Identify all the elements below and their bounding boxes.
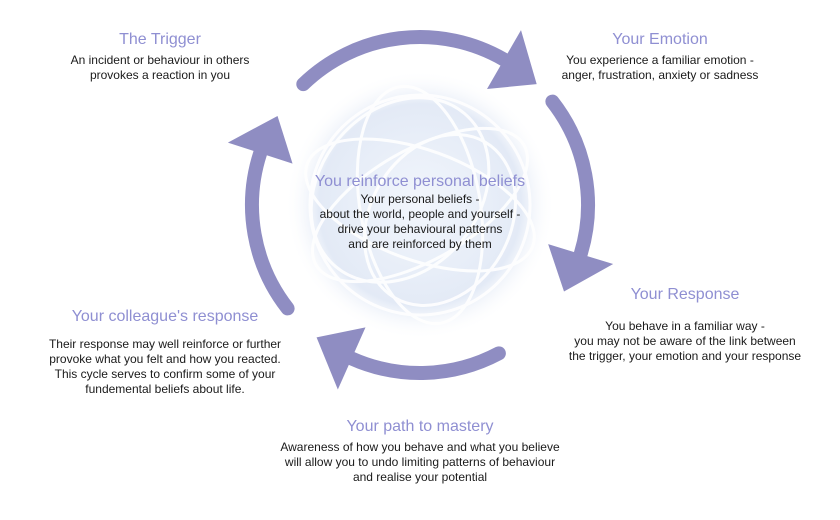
stage-body: You behave in a familiar way - you may n… xyxy=(568,319,802,363)
arrow-emotion-to-response-head-icon xyxy=(548,244,614,292)
stage-title: Your path to mastery xyxy=(346,418,494,435)
arrow-emotion-to-response-shaft xyxy=(545,94,595,262)
stage-body: Awareness of how you behave and what you… xyxy=(280,440,560,484)
stage-title: The Trigger xyxy=(119,31,201,48)
stage-body: Their response may well reinforce or fur… xyxy=(48,337,282,396)
stage-emotion: Your Emotion You experience a familiar e… xyxy=(530,30,790,83)
center-title: You reinforce personal beliefs xyxy=(314,173,526,190)
center-body: Your personal beliefs - about the world,… xyxy=(319,192,521,251)
arrow-trigger-to-emotion-head-icon xyxy=(487,30,537,89)
globe-background xyxy=(285,70,555,340)
arrow-colleague-to-trigger-head-icon xyxy=(227,115,293,164)
stage-body: You experience a familiar emotion - ange… xyxy=(561,53,759,82)
arrow-colleague-to-trigger-shaft xyxy=(245,146,295,316)
stage-title: Your Emotion xyxy=(612,31,708,48)
stage-title: Your Response xyxy=(630,286,740,303)
arrow-trigger-to-emotion-shaft xyxy=(296,30,511,92)
center-beliefs: You reinforce personal beliefs Your pers… xyxy=(280,172,560,252)
stage-title: Your colleague's response xyxy=(71,308,259,325)
stage-colleague: Your colleague's response Their response… xyxy=(20,307,310,397)
arrow-response-to-mastery-head-icon xyxy=(316,327,366,390)
stage-response: Your Response You behave in a familiar w… xyxy=(545,285,825,364)
stage-trigger: The Trigger An incident or behaviour in … xyxy=(30,30,290,83)
stage-body: An incident or behaviour in others provo… xyxy=(70,53,250,82)
stage-mastery: Your path to mastery Awareness of how yo… xyxy=(250,417,590,485)
arrow-response-to-mastery-shaft xyxy=(344,346,506,380)
